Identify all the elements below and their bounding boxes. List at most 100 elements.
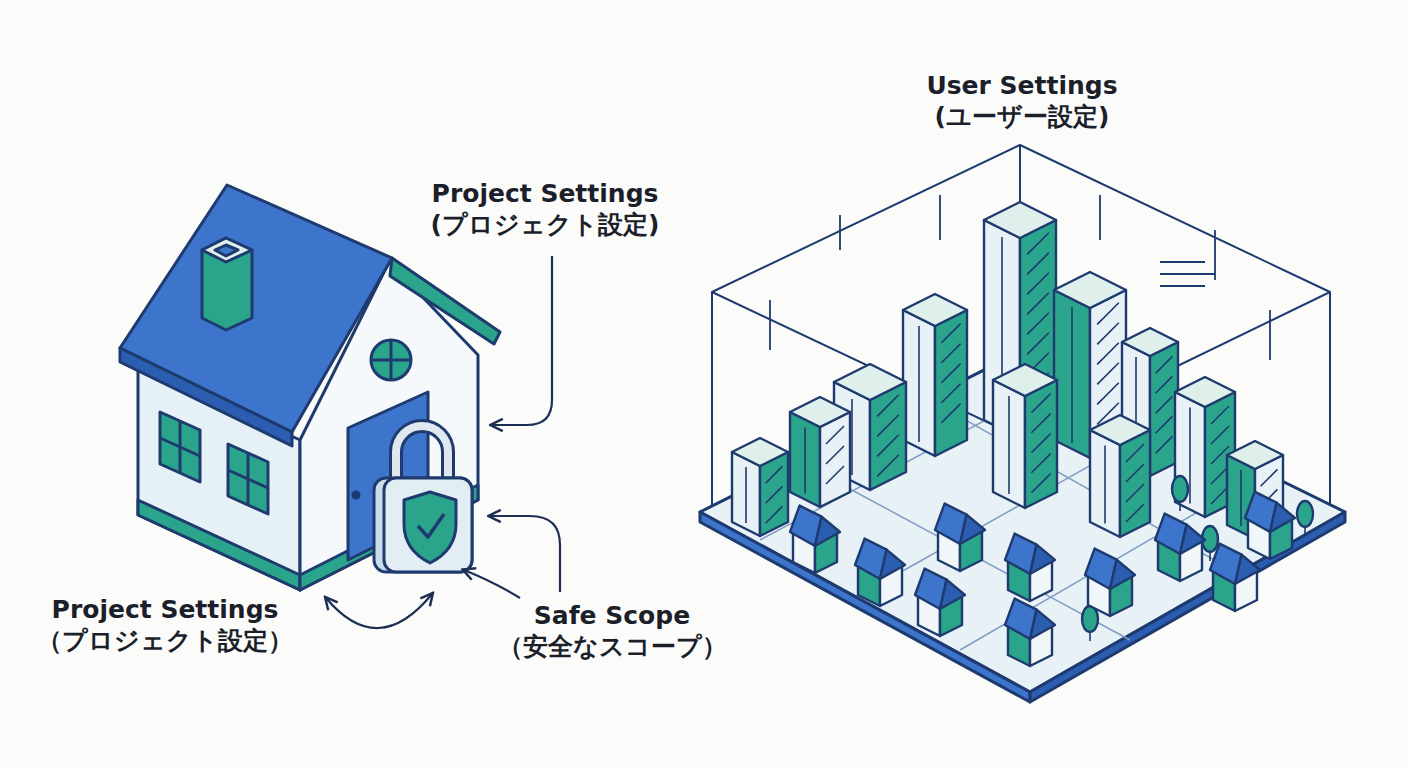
building-stripe [1097,363,1119,385]
building-top [732,438,788,466]
house-roof [815,517,840,546]
building-stripe [1027,313,1049,335]
building-stripe [877,415,899,437]
building-face [1054,290,1090,458]
building-top [993,364,1057,396]
door-knob [353,492,359,498]
building-top [834,364,906,400]
building-top [1227,441,1283,469]
building-stripe [851,399,853,475]
tree [1297,501,1313,527]
building-stripe [1071,307,1073,443]
building-stripe [1156,396,1173,413]
building-top [1122,328,1178,356]
building-face [935,310,967,456]
building-stripe [1211,406,1229,424]
building-top [1175,377,1235,407]
building-stripe [918,326,920,442]
building-top [903,294,967,326]
building-stripe [941,344,960,363]
building-face [903,310,935,456]
building-stripe [804,428,806,494]
roof-edge [120,348,292,446]
chimney-top [202,238,252,262]
note-lines [1160,262,1215,286]
building-stripe [1097,323,1119,345]
house-roof [880,550,905,579]
callout-label: Project Settings （プロジェクト設定） [15,594,315,657]
building-stripe [1008,396,1010,494]
city-base-edge [1030,512,1345,702]
city-frame [700,145,1345,702]
building-face [993,380,1025,508]
window [160,412,200,482]
house-roof [1235,555,1260,584]
building-stripe [877,435,899,457]
round-window [371,340,411,380]
building-stripe [1027,293,1049,315]
building-stripe [1189,408,1191,504]
building-stripe [877,395,899,417]
house-roof [120,185,392,432]
window [228,444,268,514]
house-roof [940,580,965,609]
building-stripe [1031,434,1050,453]
building-stripe [745,467,747,523]
building-stripe [941,364,960,383]
house-roof [1270,503,1295,532]
city-base-edge [700,512,1030,702]
building-stripe [1126,504,1144,522]
padlock-body [374,478,472,572]
building-stripe [941,384,960,403]
chimney-hole [215,245,238,256]
building-stripe [1126,464,1144,482]
building-stripe [1031,474,1050,493]
building-stripe [1156,416,1173,433]
building-stripe [1097,343,1119,365]
building-stripe [1211,426,1229,444]
building-stripe [766,486,783,503]
building-stripe [766,466,783,483]
building-stripe [1156,376,1173,393]
callout-label: Project Settings (プロジェクト設定) [395,178,695,241]
building-face [1025,380,1057,508]
street [760,370,1270,650]
building-stripe [1031,454,1050,473]
building-stripe [826,446,844,464]
building-face [1120,430,1150,537]
building-stripe [1097,383,1119,405]
chimney [202,238,252,330]
building-stripe [941,324,960,343]
leader-arrow [326,594,432,628]
check-mark [418,514,444,537]
leader-arrow [492,256,552,425]
building-face [790,412,820,507]
window-frame [371,340,411,380]
house [120,185,500,590]
building-stripe [1027,253,1049,275]
padlock-body [384,478,472,572]
building-stripe [1156,356,1173,373]
house-roof [1030,545,1055,574]
callout-label: Safe Scope （安全なスコープ） [462,600,762,663]
building-top [984,202,1056,238]
building-stripe [826,466,844,484]
building-top [790,397,850,427]
tree [1172,476,1188,502]
padlock-shackle [396,426,448,482]
house-roof [1030,610,1055,639]
building-face [1090,430,1120,537]
building-stripe [1126,444,1144,462]
building-stripe [1240,470,1242,526]
building-stripe [941,404,960,423]
building-stripe [1261,469,1278,486]
building-face [820,412,850,507]
window-frame [160,421,200,473]
building-stripe [1027,233,1049,255]
leader-arrow [464,570,520,598]
window-frame [228,453,268,505]
roof-trim [390,258,500,344]
building-stripe [1156,436,1173,453]
shield [404,492,456,563]
building-stripe [1104,446,1106,524]
